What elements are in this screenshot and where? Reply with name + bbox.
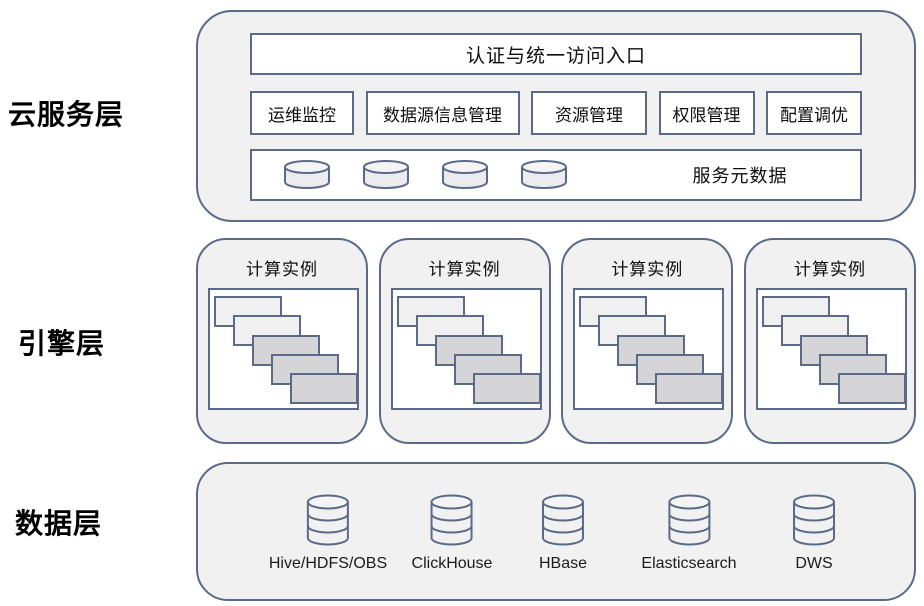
data-store-label: Hive/HDFS/OBS [268,555,388,572]
compute-instance-title: 计算实例 [611,260,684,279]
task-stack [390,288,542,410]
engine-layer-row: 计算实例 计算实例 计算实例 [196,238,916,446]
management-box-config-tuning: 配置调优 [766,91,862,135]
database-icon [442,160,488,189]
data-store-item: Hive/HDFS/OBS [269,494,387,573]
data-store-label: DWS [795,555,833,572]
stack-item [472,373,541,404]
service-metadata-box: 服务元数据 [250,149,862,201]
data-store-label: Elasticsearch [641,555,737,572]
data-layer-panel: Hive/HDFS/OBS ClickHouse HBase [196,462,916,601]
management-box-row: 运维监控 数据源信息管理 资源管理 权限管理 配置调优 [250,91,862,135]
compute-instance-card: 计算实例 [196,238,368,444]
compute-instance-title: 计算实例 [428,260,501,279]
database-icon [363,160,409,189]
data-store-item: Elasticsearch [641,494,737,573]
data-store-label: ClickHouse [411,555,493,572]
compute-instance-title: 计算实例 [793,260,866,279]
layer-label-data: 数据层 [15,508,103,539]
stack-item [837,373,906,404]
management-box-permission: 权限管理 [658,91,755,135]
management-box-ops-monitoring: 运维监控 [250,91,354,135]
database-icon [284,160,330,189]
data-store-item: HBase [539,494,587,573]
compute-instance-card: 计算实例 [743,238,916,444]
database-icon [542,494,584,546]
compute-instance-card: 计算实例 [378,238,551,444]
database-icon [793,494,835,546]
data-store-item: DWS [792,494,836,573]
data-store-item: ClickHouse [411,494,493,573]
layer-label-engine: 引擎层 [18,328,106,359]
database-icon [521,160,567,189]
task-stack [573,288,725,410]
compute-instance-title: 计算实例 [246,260,318,279]
stack-item [290,373,358,404]
stack-item [655,373,724,404]
layer-label-cloud-service: 云服务层 [8,99,125,130]
auth-entry-box: 认证与统一访问入口 [250,33,862,75]
cloud-service-layer-panel: 认证与统一访问入口 运维监控 数据源信息管理 资源管理 权限管理 配置调优 [196,10,916,222]
database-icon [430,494,473,546]
database-icon [307,494,349,546]
task-stack [208,288,359,410]
task-stack [755,288,907,410]
management-box-datasource-info: 数据源信息管理 [365,91,520,135]
database-icon [668,494,710,546]
data-store-label: HBase [538,555,588,572]
service-metadata-label: 服务元数据 [692,166,788,186]
compute-instance-card: 计算实例 [561,238,734,444]
management-box-resource: 资源管理 [531,91,647,135]
